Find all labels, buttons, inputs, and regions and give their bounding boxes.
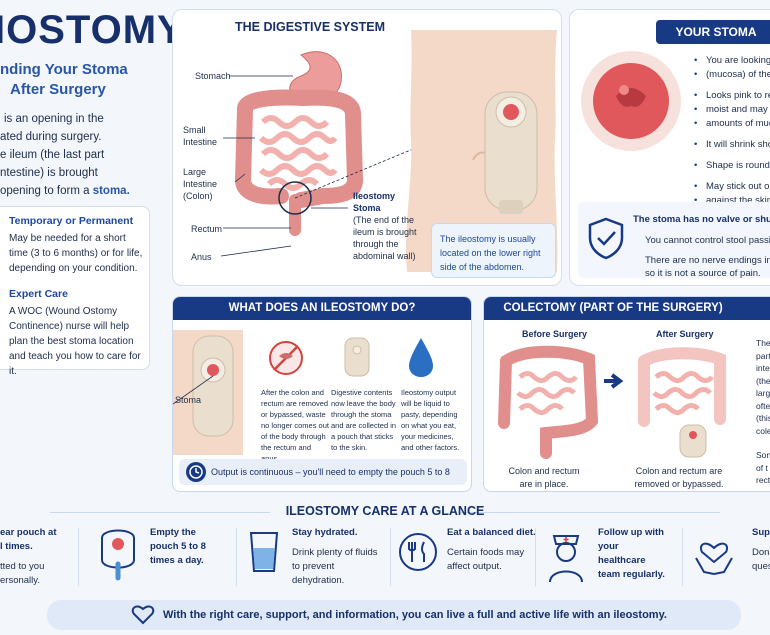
colectomy-illustration [498,345,726,459]
no-valve-text-3: so it is not a source of pain. [645,268,761,279]
step-1-text: After the colon and rectum are removed o… [261,388,329,463]
heart-hands-icon [695,542,733,575]
digestive-system-card: THE DIGESTIVE SYSTEM [172,9,562,286]
fork-knife-icon [399,533,437,571]
stoma-fact: May stick out o [690,180,770,193]
stoma-fact: (mucosa) of the [690,68,770,81]
care-item-pouch: ear pouch at l times. tted to you ersona… [0,527,57,586]
colectomy-section: COLECTOMY (PART OF THE SURGERY) Before S… [483,296,770,492]
expert-heading: Expert Care [9,288,68,300]
ileostomy-stoma-description: (The end of the ileum is brought through… [353,215,417,261]
small-intestine-label: Small Intestine [183,125,218,147]
colectomy-title: COLECTOMY (PART OF THE SURGERY) [484,297,770,320]
large-intestine-label: Large Intestine (Colon) [183,167,218,201]
footer-text: With the right care, support, and inform… [163,609,667,621]
care-divider [390,528,391,586]
care-item-support: Supp Don' ques [752,527,770,572]
left-info-card: Temporary or Permanent May be needed for… [0,206,150,377]
what-does-illustrations [173,330,433,455]
colectomy-side-text: The part inte (the larg ofte (this cole … [756,338,770,485]
care-divider [682,528,683,586]
output-continuous-bar: Output is continuous – you'll need to em… [179,459,467,485]
stoma-facts-list: You are looking (mucosa) of the Looks pi… [690,54,770,215]
expert-text: A WOC (Wound Ostomy Continence) nurse wi… [9,306,141,377]
stoma-fact: moist and may [690,103,770,116]
what-does-title: WHAT DOES AN ILEOSTOMY DO? [173,297,471,320]
anus-label: Anus [191,252,212,262]
care-divider [535,528,536,586]
no-valve-box: The stoma has no valve or shut-o You can… [578,202,770,279]
care-title: ILEOSTOMY CARE AT A GLANCE [285,504,485,518]
water-glass-icon [249,532,279,572]
after-caption: Colon and rectum are removed or bypassed… [634,466,724,489]
care-item-hydrate: Stay hydrated. Drink plenty of fluids to… [292,527,378,586]
stoma-fact: against the skin [690,194,770,207]
footer-banner: With the right care, support, and inform… [47,600,741,630]
no-valve-text-2: There are no nerve endings in t [645,255,770,266]
stoma-fact: amounts of muc [690,117,770,130]
step-2-text: Digestive contents now leave the body th… [331,388,397,452]
after-surgery-label: After Surgery [656,329,714,339]
what-does-ileostomy-do-section: WHAT DOES AN ILEOSTOMY DO? Stoma After t… [172,296,472,492]
ileostomy-stoma-label: Ileostomy Stoma [353,191,396,213]
stomach-label: Stomach [195,71,231,81]
digestive-illustration [220,30,558,272]
stoma-label: Stoma [175,395,202,405]
temporary-heading: Temporary or Permanent [9,215,134,227]
heart-icon [131,605,155,625]
stoma-location-note: The ileostomy is usually located on the … [431,223,556,278]
shield-check-icon [588,217,624,260]
care-divider [78,528,79,586]
before-caption: Colon and rectum are in place. [508,466,580,489]
nurse-icon [549,535,583,583]
no-valve-text-1: You cannot control stool passin [645,235,770,246]
output-continuous-text: Output is continuous – you'll need to em… [211,467,450,477]
care-divider-left [50,512,270,513]
intro-text: is an opening in the ated during surgery… [0,113,130,197]
stoma-fact: You are looking [690,54,770,67]
rectum-label: Rectum [191,224,223,234]
care-divider [236,528,237,586]
stoma-photo [581,51,681,151]
stoma-fact: It will shrink sho [690,138,770,151]
page-title: IOSTOMY [0,8,185,52]
care-item-empty: Empty the pouch 5 to 8 times a day. [150,527,206,566]
no-valve-heading: The stoma has no valve or shut-o [633,214,770,225]
stoma-fact: Looks pink to re [690,89,770,102]
your-stoma-card: YOUR STOMA You are looking (mucosa) of t… [569,9,770,286]
before-surgery-label: Before Surgery [522,329,588,339]
clock-icon [186,462,206,482]
digestive-title: THE DIGESTIVE SYSTEM [235,20,386,34]
step-3-text: Ileostomy output will be liquid to pasty… [401,388,460,452]
care-item-followup: Follow up with your healthcare team regu… [598,527,665,580]
care-divider-right [460,512,720,513]
temporary-text: May be needed for a short time (3 to 6 m… [9,233,143,274]
your-stoma-title: YOUR STOMA [656,20,770,44]
empty-pouch-icon [101,529,135,581]
care-item-diet: Eat a balanced diet. Certain foods may a… [447,527,536,572]
stoma-fact: Shape is round [690,159,770,172]
page-subtitle: nding Your Stoma After Surgery [0,61,128,98]
